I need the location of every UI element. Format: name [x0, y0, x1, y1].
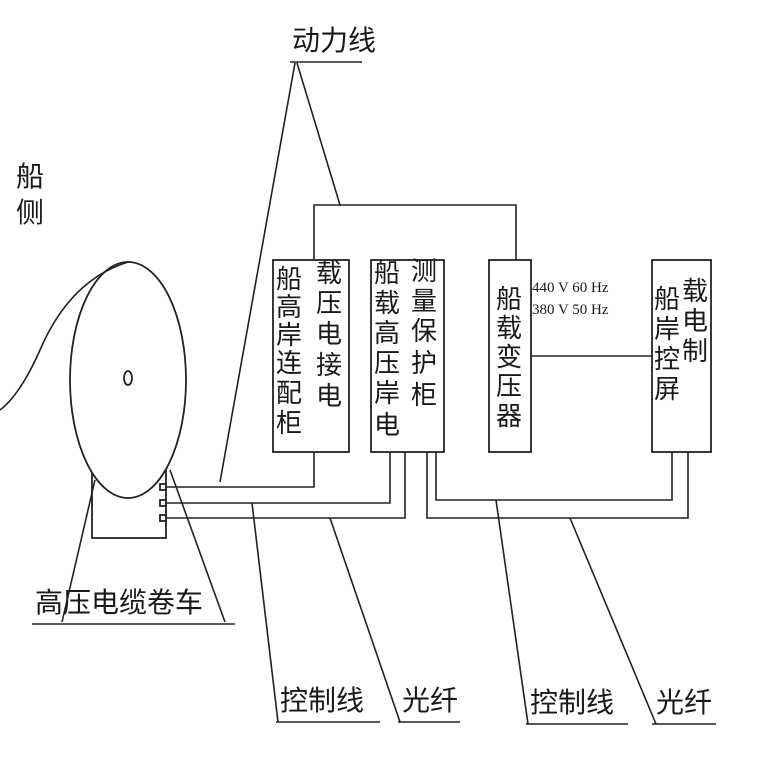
reel-leader-2 [169, 469, 226, 623]
box2-c1-3: 压 [374, 349, 400, 379]
box2-c1-1: 载 [374, 289, 400, 319]
leader-fiber-right [569, 517, 657, 725]
reel-label: 高压电缆卷车 [35, 586, 203, 619]
protect-col1: 船 载 高 压 岸 电 [374, 259, 400, 441]
box1-c2-3: 接 [316, 351, 342, 381]
box1-c2-2: 电 [316, 320, 342, 350]
control-screen-col2: 载 电 制 [682, 277, 708, 367]
leader-control-left [251, 502, 279, 723]
box2-c2-4: 柜 [411, 381, 437, 411]
box1-c1-5: 柜 [276, 409, 302, 439]
control-line-right-label: 控制线 [530, 686, 614, 719]
wire-fiber-right [426, 452, 689, 519]
box2-c1-2: 高 [374, 319, 400, 349]
voltage-line-1: 440 V 60 Hz [532, 280, 609, 296]
wire-power [166, 452, 315, 488]
reel-hub [123, 370, 133, 386]
box3-c1-4: 器 [496, 402, 522, 432]
reel-cable [0, 261, 129, 411]
box1-c2-4: 电 [316, 382, 342, 412]
box1-c1-2: 岸 [276, 321, 302, 351]
box3-c1-0: 船 [496, 285, 522, 315]
box4-c1-2: 控 [654, 345, 680, 375]
control-screen-box [651, 259, 712, 453]
box2-c1-4: 岸 [374, 379, 400, 409]
transformer-col: 船 载 变 压 器 [496, 285, 522, 432]
fiber-left-label: 光纤 [402, 684, 458, 717]
protect-col2: 测 量 保 护 柜 [411, 257, 437, 411]
ship-side-char-2: 侧 [16, 196, 44, 229]
protect-cabinet [370, 259, 445, 453]
box3-c1-1: 载 [496, 314, 522, 344]
box2-c2-2: 保 [411, 317, 437, 347]
box2-c1-5: 电 [374, 411, 400, 441]
box2-c2-1: 量 [411, 287, 437, 317]
reel-terminal-3 [159, 514, 167, 522]
wire-control-right [435, 452, 673, 501]
box3-c1-2: 变 [496, 343, 522, 373]
box4-c1-1: 岸 [654, 315, 680, 345]
fiber-right-label: 光纤 [656, 686, 712, 719]
box4-c1-3: 屏 [654, 375, 680, 405]
voltage-line-2: 380 V 50 Hz [532, 302, 609, 318]
top-bus [313, 204, 517, 260]
box2-c2-0: 测 [411, 257, 437, 287]
box1-c2-1: 压 [316, 289, 342, 319]
box1-c2-0: 载 [316, 259, 342, 289]
ship-side-char-1: 船 [16, 160, 44, 193]
leader-control-right [495, 499, 529, 725]
box2-c2-3: 护 [411, 349, 437, 379]
power-leader-1 [219, 62, 296, 483]
shore-conn-col1: 船 高 岸 连 配 柜 [276, 265, 302, 439]
box1-c1-4: 配 [276, 379, 302, 409]
leader-fiber-left [329, 517, 401, 723]
control-screen-col1: 船 岸 控 屏 [654, 285, 680, 405]
wire-control [166, 452, 391, 504]
reel-terminal-2 [159, 499, 167, 507]
box4-c2-2: 制 [682, 337, 708, 367]
reel-terminal-1 [159, 483, 167, 491]
box4-c1-0: 船 [654, 285, 680, 315]
cable-reel [0, 261, 187, 539]
box2-c1-0: 船 [374, 259, 400, 289]
power-leader-2 [296, 62, 341, 206]
box1-c1-0: 船 [276, 265, 302, 295]
box4-c2-0: 载 [682, 277, 708, 307]
box1-c1-1: 高 [276, 293, 302, 323]
transformer-box [488, 259, 532, 453]
reel-leader-1 [61, 479, 96, 623]
box3-c1-3: 压 [496, 372, 522, 402]
wire-fiber [166, 452, 406, 519]
box4-c2-1: 电 [682, 307, 708, 337]
shore-conn-col2: 载 压 电 接 电 [316, 259, 342, 412]
box1-c1-3: 连 [276, 349, 302, 379]
shore-conn-cabinet [272, 259, 350, 453]
control-line-left-label: 控制线 [280, 684, 364, 717]
power-line-label: 动力线 [292, 24, 376, 57]
